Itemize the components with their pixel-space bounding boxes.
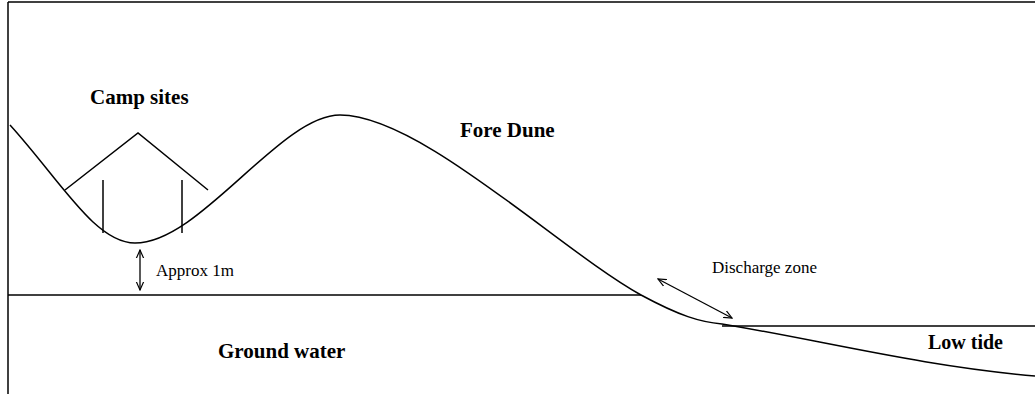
tent-pole: [181, 180, 183, 233]
landform-label: Fore Dune: [460, 119, 555, 142]
tent-pole: [102, 180, 104, 233]
water-table-line: [8, 294, 641, 296]
layer-label: Ground water: [218, 340, 345, 363]
zone-label: Discharge zone: [712, 259, 817, 278]
frame-top: [8, 1, 1035, 3]
frame-left: [7, 2, 9, 394]
depth-arrow: [139, 250, 140, 290]
dune-profile: [10, 115, 1035, 376]
tent-roof: [65, 133, 208, 190]
discharge-arrow: [658, 279, 732, 318]
water-level-label: Low tide: [928, 331, 1003, 353]
low-tide-line: [722, 325, 1035, 327]
dimension-label: Approx 1m: [156, 262, 234, 281]
area-label: Camp sites: [90, 86, 189, 109]
